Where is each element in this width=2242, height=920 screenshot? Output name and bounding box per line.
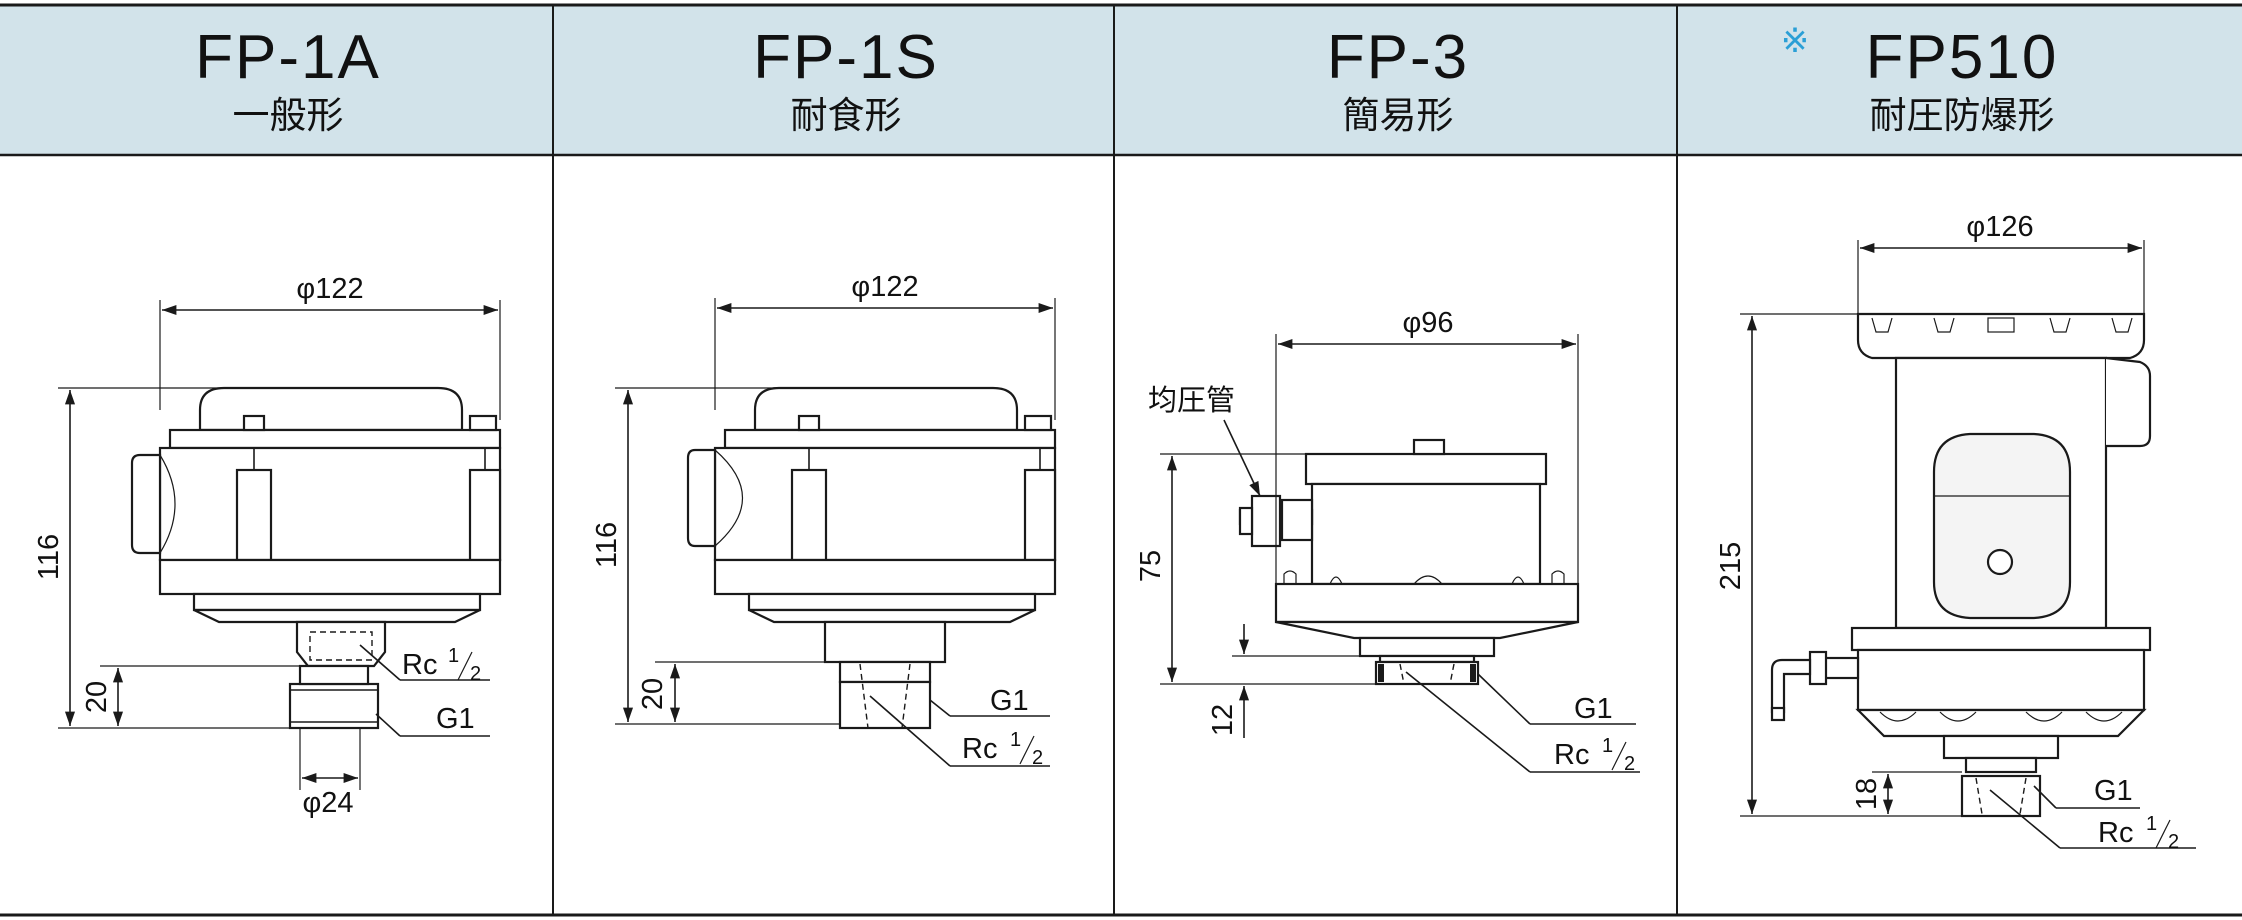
- fp1a-height-dim: 116: [33, 534, 65, 580]
- fp1s-rc-frac-den: 2: [1032, 747, 1043, 769]
- explosion-proof-mark: ※: [1781, 21, 1810, 61]
- fp3-balance-tube-label: 均圧管: [1148, 383, 1235, 417]
- fp1a-rc-frac-den: 2: [470, 663, 481, 685]
- fp1a-drawing: φ122 116 20 Rc 1 2 G1 φ24: [33, 273, 502, 819]
- fp3-rc-frac-den: 2: [1624, 753, 1635, 775]
- fp3-thread-dim: 12: [1207, 704, 1239, 736]
- model-name-fp1a: FP-1A: [195, 23, 381, 92]
- fp1s-g1-label: G1: [990, 685, 1029, 717]
- fp3-width-dim: φ96: [1402, 307, 1453, 339]
- model-name-fp1s: FP-1S: [753, 23, 939, 92]
- fp510-drawing: φ126 215 18 G1 Rc 1 2: [1715, 211, 2196, 853]
- fp1a-width-dim: φ122: [296, 273, 363, 305]
- fp1s-width-dim: φ122: [851, 271, 918, 303]
- fp510-rc-frac-num: 1: [2146, 813, 2157, 835]
- fp1a-thread-dim: 20: [81, 681, 113, 713]
- fp1s-drawing: φ122 116 20 G1 Rc 1 2: [591, 271, 1057, 769]
- fp1s-rc-frac-num: 1: [1010, 729, 1021, 751]
- model-type-fp1s: 耐食形: [791, 94, 902, 137]
- fp1s-rc-label: Rc: [962, 733, 997, 765]
- fp510-thread-dim: 18: [1851, 778, 1883, 810]
- header-band: [0, 5, 2242, 155]
- fp1a-g1-label: G1: [436, 703, 475, 735]
- fp3-g1-label: G1: [1574, 693, 1613, 725]
- fp510-rc-label: Rc: [2098, 817, 2133, 849]
- fp1a-rc-frac-num: 1: [448, 645, 459, 667]
- model-name-fp510: FP510: [1866, 23, 2059, 92]
- model-name-fp3: FP-3: [1327, 23, 1469, 92]
- fp3-height-dim: 75: [1135, 550, 1167, 582]
- fp3-rc-label: Rc: [1554, 739, 1589, 771]
- model-type-fp3: 簡易形: [1343, 94, 1454, 137]
- fp1s-height-dim: 116: [591, 522, 623, 568]
- fp1a-neck-dim: φ24: [302, 787, 353, 819]
- fp3-drawing: φ96 75 12 均圧管 G1 Rc 1 2: [1135, 307, 1640, 775]
- fp510-height-dim: 215: [1715, 542, 1747, 590]
- model-type-fp510: 耐圧防爆形: [1870, 94, 2055, 137]
- fp1s-thread-dim: 20: [637, 678, 669, 710]
- model-type-fp1a: 一般形: [233, 94, 344, 137]
- fp510-g1-label: G1: [2094, 775, 2133, 807]
- fp3-rc-frac-num: 1: [1602, 735, 1613, 757]
- fp510-rc-frac-den: 2: [2168, 831, 2179, 853]
- fp1a-rc-label: Rc: [402, 649, 437, 681]
- fp510-width-dim: φ126: [1966, 211, 2033, 243]
